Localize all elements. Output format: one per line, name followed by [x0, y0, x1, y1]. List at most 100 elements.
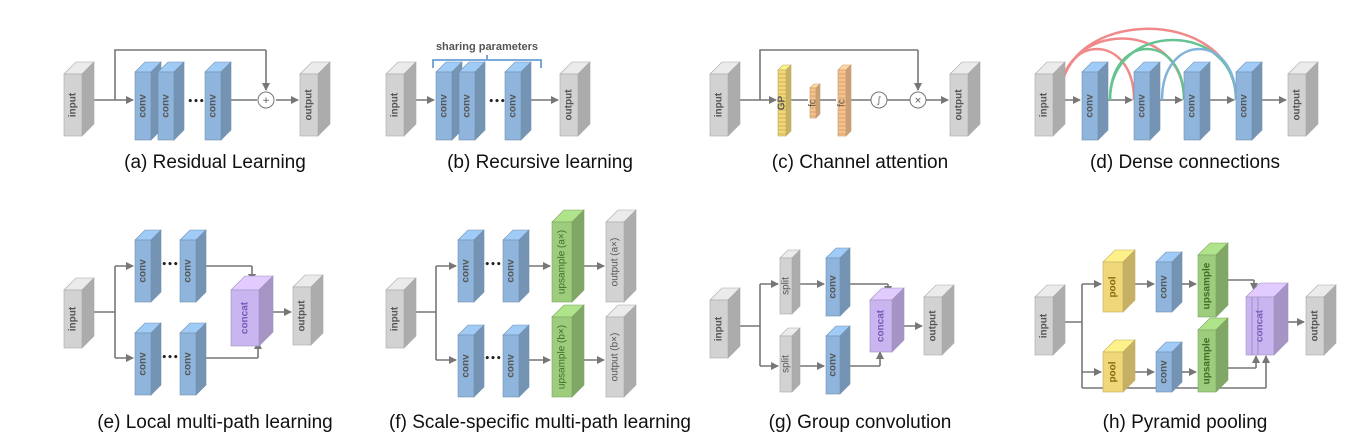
f-input-block: input	[385, 277, 417, 349]
h-upsample-bottom: upsample	[1197, 317, 1229, 393]
h-pool-bottom-label: pool	[1108, 361, 1119, 382]
caption-pyramid-pooling: (h) Pyramid pooling	[1102, 412, 1268, 433]
a-input-block-label: input	[68, 92, 79, 117]
a-conv-block-1-label: conv	[138, 94, 149, 118]
caption-local-multipath: (e) Local multi-path learning	[97, 412, 333, 433]
h-upsample-top: upsample	[1197, 242, 1229, 318]
e-conv-top-2: conv	[179, 229, 207, 303]
d-conv-block-1-label: conv	[1085, 94, 1096, 118]
caption-group-convolution: (g) Group convolution	[768, 412, 952, 433]
d-input-block: input	[1034, 61, 1066, 137]
g-conv-bottom: conv	[825, 325, 851, 395]
d-input-block-label: input	[1039, 92, 1050, 117]
b-output-block: output	[559, 61, 591, 137]
f-conv-top-2-label: conv	[506, 259, 517, 283]
d-conv-block-4-label: conv	[1239, 94, 1250, 118]
d-dense-arc	[1058, 37, 1186, 101]
a-output-block-label: output	[304, 89, 315, 121]
a-conv-block-2-label: conv	[161, 94, 172, 118]
g-split-top-label: split	[781, 277, 792, 295]
f-upsample-b-label: upsample (b×)	[557, 325, 568, 389]
a-output-block: output	[299, 61, 331, 137]
h-pool-top: pool	[1102, 249, 1136, 313]
d-conv-block-4: conv	[1235, 61, 1263, 141]
f-output-a-label: output (a×)	[610, 238, 621, 287]
b-input-block-label: input	[390, 92, 401, 117]
h-concat-block: concat	[1245, 282, 1289, 356]
b-input-block: input	[385, 61, 417, 137]
g-split-bottom-label: split	[781, 355, 792, 373]
g-conv-top: conv	[825, 247, 851, 317]
g-input-block: input	[709, 287, 741, 359]
g-conv-bottom-label: conv	[828, 353, 839, 377]
b-conv-block-1-label: conv	[439, 94, 450, 118]
e-concat-block: concat	[230, 275, 274, 347]
b-conv-block-1: conv	[435, 61, 463, 141]
f-upsample-a: upsample (a×)	[551, 209, 585, 303]
c-input-block-label: input	[714, 92, 725, 117]
f-conv-bottom-2-label: conv	[506, 354, 517, 378]
h-conv-top: conv	[1155, 251, 1183, 313]
d-conv-block-2-label: conv	[1137, 94, 1148, 118]
c-fc-block-2: fc	[837, 64, 852, 137]
h-pool-bottom: pool	[1102, 339, 1136, 393]
f-input-block-label: input	[390, 306, 401, 331]
e-input-block: input	[63, 277, 95, 349]
b-sharing-label: sharing parameters	[436, 41, 538, 53]
a-conv-block-1: conv	[134, 61, 162, 141]
c-fc-block-1-label: fc	[808, 99, 819, 107]
caption-recursive-learning: (b) Recursive learning	[447, 152, 633, 173]
e-conv-bottom-1-label: conv	[138, 352, 149, 376]
c-output-block: output	[949, 61, 981, 137]
e-conv-top-1-label: conv	[138, 259, 149, 283]
f-output-b-label: output (b×)	[610, 333, 621, 382]
d-output-block-label: output	[1292, 89, 1303, 121]
a-dots: •••	[187, 97, 204, 107]
h-input-block-label: input	[1039, 313, 1050, 338]
h-conv-top-label: conv	[1159, 275, 1170, 299]
b-conv-block-2-label: conv	[462, 94, 473, 118]
h-output-block: output	[1305, 284, 1337, 356]
b-conv-block-2: conv	[458, 61, 486, 141]
d-conv-block-2: conv	[1133, 61, 1161, 141]
caption-residual-learning: (a) Residual Learning	[124, 152, 306, 173]
h-output-block-label: output	[1310, 310, 1321, 342]
f-conv-top-1-label: conv	[461, 259, 472, 283]
a-conv-block-3: conv	[204, 61, 232, 141]
e-output-block: output	[292, 274, 324, 346]
h-upsample-top-label: upsample	[1202, 262, 1213, 309]
c-gp-block: GP	[777, 64, 792, 137]
svg-text:∫: ∫	[877, 96, 882, 106]
g-output-block: output	[923, 284, 955, 356]
e-dots-bottom: •••	[161, 353, 178, 363]
g-split-bottom: split	[779, 327, 801, 393]
f-dots-top: •••	[484, 260, 501, 270]
caption-channel-attention: (c) Channel attention	[771, 152, 949, 173]
f-upsample-b: upsample (b×)	[551, 304, 585, 398]
a-skip-line	[114, 49, 266, 100]
c-gp-block-label: GP	[777, 95, 788, 110]
h-concat-block-label: concat	[1255, 309, 1266, 342]
a-conv-block-3-label: conv	[208, 94, 219, 118]
c-input-block: input	[709, 61, 741, 137]
g-concat-block-label: concat	[876, 309, 887, 342]
c-fc-block-1: fc	[808, 83, 821, 119]
e-dots-top: •••	[161, 260, 178, 270]
b-sharing-bracket	[432, 55, 542, 68]
e-input-block-label: input	[68, 306, 79, 331]
f-upsample-a-label: upsample (a×)	[557, 230, 568, 294]
a-add-node: +	[257, 91, 275, 109]
e-output-block-label: output	[297, 300, 308, 332]
e-conv-bottom-2: conv	[179, 322, 207, 396]
svg-text:×: ×	[914, 96, 922, 106]
e-conv-top-1: conv	[134, 229, 162, 303]
c-output-block-label: output	[954, 89, 965, 121]
g-output-block-label: output	[928, 310, 939, 342]
d-conv-block-1: conv	[1081, 61, 1109, 141]
h-conv-bottom: conv	[1155, 341, 1183, 393]
h-input-block: input	[1034, 284, 1066, 356]
f-conv-bottom-2: conv	[502, 324, 530, 398]
caption-dense-connections: (d) Dense connections	[1089, 152, 1281, 173]
a-input-block: input	[63, 61, 95, 137]
